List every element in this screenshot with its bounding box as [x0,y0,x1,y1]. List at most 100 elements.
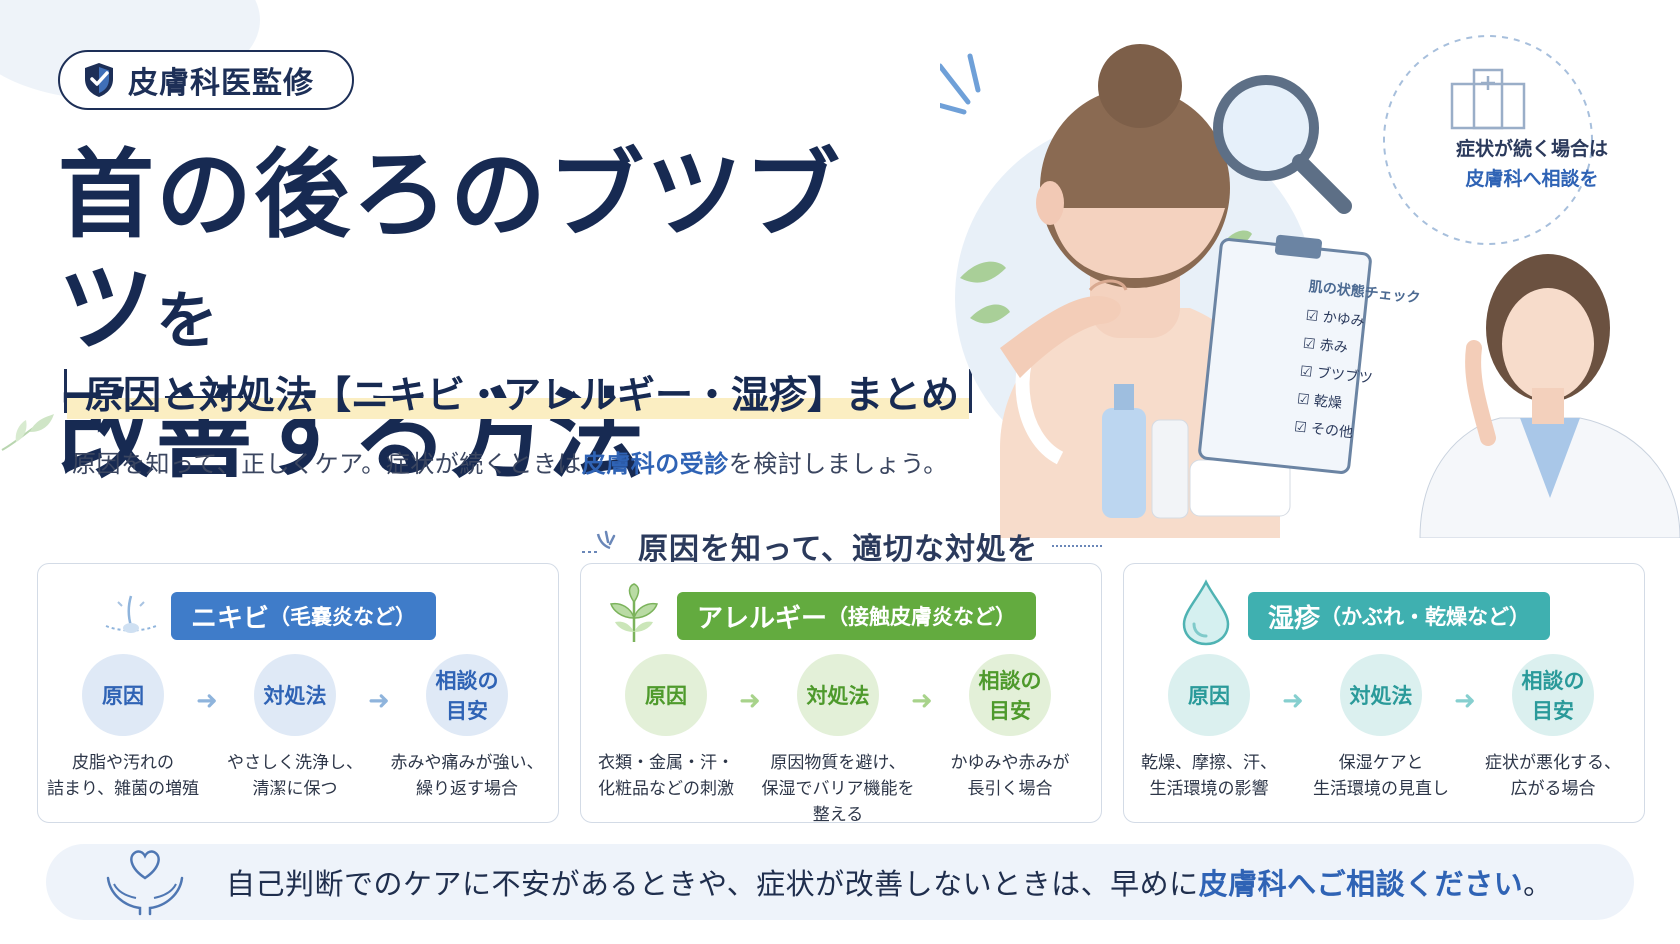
card-tag-main: 湿疹 [1268,603,1321,634]
footer-message: 自己判断でのケアに不安があるときや、症状が改善しないときは、早めに皮膚科へご相談… [226,861,1553,903]
step-desc-line: 化粧品などの刺激 [598,779,734,799]
checklist: 肌の状態チェック ☑ かゆみ ☑ 赤み ☑ ブツブツ ☑ 乾燥 ☑ その他 [1293,276,1440,455]
lead-after: を検討しましょう。 [728,450,948,478]
step-label: 相談の目安 [978,669,1042,723]
step-desc: 皮脂や汚れの詰まり、雑菌の増殖 [38,750,208,802]
lead-highlight: 皮膚科の受診 [581,450,729,478]
footer-after: 。 [1523,867,1553,901]
step-circle: 対処法 [254,654,336,736]
page-title: 首の後ろのブツブツを 改善する方法 [58,138,938,492]
subtitle-block: 原因と対処法【ニキビ・アレルギー・湿疹】まとめ [64,362,973,420]
card-tag-main: ニキビ [191,603,270,634]
step-desc: 保湿ケアと生活環境の見直し [1296,750,1466,802]
step-desc-line: 詰まり、雑菌の増殖 [46,779,200,799]
subtitle: 原因と対処法【ニキビ・アレルギー・湿疹】まとめ [67,363,970,419]
consult-note-circle [1383,35,1593,245]
footer-before: 自己判断でのケアに不安があるときや、症状が改善しないときは、早めに [226,867,1199,901]
step-label: 相談の目安 [1521,669,1585,723]
subtitle-bar-left [64,369,67,413]
subtitle-bar-right [969,369,973,413]
heart-hands-icon [106,850,184,916]
step-consult: 相談の目安 症状が悪化する、広がる場合 [1468,654,1638,802]
water-drop-icon [1182,579,1230,646]
section-heading-divider [1052,545,1102,547]
card-acne: ニキビ（毛嚢炎など） 原因 皮脂や汚れの詰まり、雑菌の増殖 ➜ 対処法 やさしく… [37,563,559,823]
step-circle: 相談の目安 [1512,654,1594,736]
card-tag: アレルギー（接触皮膚炎など） [677,592,1037,640]
card-tag-sub: （かぶれ・乾燥など） [1320,605,1531,629]
step-circle: 原因 [625,654,707,736]
consult-note: 症状が続く場合は 皮膚科へ相談を [1432,134,1632,194]
step-desc-line: やさしく洗浄し、 [227,753,363,773]
lead-before: 原因を知って、正しくケア。症状が続くときは [72,450,582,478]
card-tag: ニキビ（毛嚢炎など） [171,592,437,640]
step-desc-line: 繰り返す場合 [416,779,518,799]
step-consult: 相談の目安 赤みや痛みが強い、繰り返す場合 [382,654,552,802]
checklist-item-label: その他 [1310,420,1354,442]
step-label: 原因 [645,684,687,708]
card-eczema: 湿疹（かぶれ・乾燥など） 原因 乾燥、摩擦、汗、生活環境の影響 ➜ 対処法 保湿… [1123,563,1645,823]
arrow-right-icon: ➜ [911,686,933,716]
title-line1-tail: を [156,284,221,357]
step-circle: 相談の目安 [426,654,508,736]
checklist-item-label: かゆみ [1321,309,1366,330]
step-desc-line: 清潔に保つ [252,779,338,799]
arrow-right-icon: ➜ [368,686,390,716]
step-desc-line: かゆみや赤みが [950,753,1070,773]
lead-text: 原因を知って、正しくケア。症状が続くときは皮膚科の受診を検討しましょう。 [72,444,948,479]
step-desc-line: 生活環境の影響 [1149,779,1269,799]
checklist-clipboard [1198,234,1372,474]
checklist-item-label: ブツブツ [1316,365,1374,388]
step-desc-line: 保湿ケアと [1338,753,1424,773]
consult-note-line2: 皮膚科へ相談を [1465,168,1599,190]
skincare-bottles-illustration [1102,384,1291,519]
arrow-right-icon: ➜ [196,686,218,716]
hospital-icon [1450,68,1526,130]
leaf-decoration-icon [1,414,54,451]
step-treatment: 対処法 やさしく洗浄し、清潔に保つ [210,654,380,802]
card-allergy: アレルギー（接触皮膚炎など） 原因 衣類・金属・汗・化粧品などの刺激 ➜ 対処法… [580,563,1102,825]
arrow-right-icon: ➜ [1282,686,1304,716]
step-desc-line: 赤みや痛みが強い、 [390,753,544,773]
checklist-item-label: 赤み [1318,337,1349,357]
step-desc-line: 皮脂や汚れの [72,753,174,773]
step-label: 対処法 [1349,684,1413,708]
step-cause: 原因 乾燥、摩擦、汗、生活環境の影響 [1124,654,1294,802]
step-desc-line: 保湿でバリア機能を [761,779,915,799]
step-cause: 原因 衣類・金属・汗・化粧品などの刺激 [581,654,751,802]
step-circle: 対処法 [797,654,879,736]
footer-highlight: 皮膚科へご相談ください [1198,867,1524,901]
magnifier-icon [1213,75,1352,214]
step-desc-line: 乾燥、摩擦、汗、 [1141,753,1277,773]
step-label: 原因 [102,684,144,708]
step-desc: 乾燥、摩擦、汗、生活環境の影響 [1124,750,1294,802]
step-desc: 原因物質を避け、保湿でバリア機能を整える [753,750,923,828]
step-circle: 原因 [1168,654,1250,736]
step-consult: 相談の目安 かゆみや赤みが長引く場合 [925,654,1095,802]
step-circle: 相談の目安 [969,654,1051,736]
sparkle-icon [940,53,981,115]
step-label: 原因 [1188,684,1230,708]
title-line1: 首の後ろのブツブツ [58,139,842,365]
step-label: 相談の目安 [435,669,499,723]
card-tag-sub: （接触皮膚炎など） [827,605,1017,629]
hero-illustration [940,35,1680,538]
step-desc: 症状が悪化する、広がる場合 [1468,750,1638,802]
checklist-item-label: 乾燥 [1313,393,1343,412]
step-desc: 赤みや痛みが強い、繰り返す場合 [382,750,552,802]
hair-follicle-icon [105,595,157,633]
step-desc-line: 症状が悪化する、 [1485,753,1621,773]
step-desc: かゆみや赤みが長引く場合 [925,750,1095,802]
step-treatment: 対処法 保湿ケアと生活環境の見直し [1296,654,1466,802]
card-tag-main: アレルギー [697,603,828,634]
step-desc-line: 整える [812,805,864,825]
step-desc-line: 生活環境の見直し [1313,779,1449,799]
step-cause: 原因 皮脂や汚れの詰まり、雑菌の増殖 [38,654,208,802]
footer-banner: 自己判断でのケアに不安があるときや、症状が改善しないときは、早めに皮膚科へご相談… [46,844,1634,920]
step-circle: 対処法 [1340,654,1422,736]
step-circle: 原因 [82,654,164,736]
section-heading: 原因を知って、適切な対処を [580,524,1102,568]
card-tag-sub: （毛嚢炎など） [269,605,417,629]
step-flow: 原因 皮脂や汚れの詰まり、雑菌の増殖 ➜ 対処法 やさしく洗浄し、清潔に保つ ➜… [38,654,558,814]
doctor-illustration [1419,254,1680,538]
